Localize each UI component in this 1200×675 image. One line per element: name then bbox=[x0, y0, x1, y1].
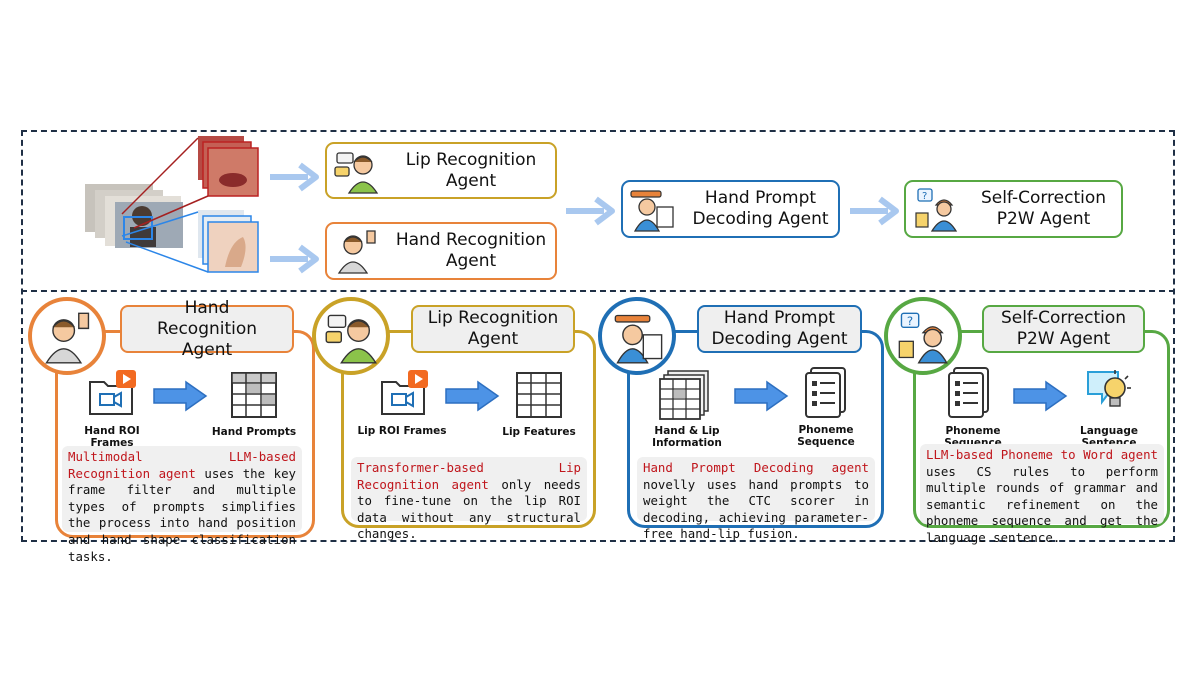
card-p2w-desc-text: uses CS rules to perform multiple rounds… bbox=[926, 463, 1158, 545]
card-hand-desc-text: uses the key frame filter and multiple t… bbox=[68, 465, 296, 564]
card-lip-title: Lip Recognition Agent bbox=[411, 305, 575, 353]
card-hand-avatar bbox=[28, 297, 106, 375]
top-hand-agent: Hand Recognition Agent bbox=[325, 222, 557, 280]
svg-text:?: ? bbox=[922, 191, 927, 202]
card-prompt-desc-highlight: Hand Prompt Decoding agent bbox=[643, 460, 869, 475]
video-frames-icon bbox=[89, 370, 136, 415]
top-hand-prompt-agent: Hand Prompt Decoding Agent bbox=[621, 180, 840, 238]
card-prompt-description: Hand Prompt Decoding agent novelly uses … bbox=[637, 457, 875, 541]
blue-arrow-icon bbox=[445, 380, 500, 412]
agent-avatar-icon: ? bbox=[915, 188, 958, 232]
lightbulb-icon bbox=[1087, 370, 1131, 407]
document-icon bbox=[948, 367, 989, 418]
grid-icon bbox=[659, 370, 709, 420]
card-p2w-avatar: ? bbox=[884, 297, 962, 375]
card-hand-description: Multimodal LLM-based Recognition agent u… bbox=[62, 446, 302, 564]
card-lip-desc-highlight: Transformer-based Lip Recognition agent bbox=[357, 460, 581, 492]
card-lip-avatar bbox=[312, 297, 390, 375]
top-p2w-agent: ? Self-Correction P2W Agent bbox=[904, 180, 1123, 238]
top-hand-agent-label: Hand Recognition Agent bbox=[395, 230, 547, 271]
top-lip-agent-label: Lip Recognition Agent bbox=[405, 149, 537, 191]
card-p2w-title: Self-Correction P2W Agent bbox=[982, 305, 1145, 353]
blue-arrow-icon bbox=[1013, 380, 1068, 412]
blue-arrow-icon bbox=[734, 380, 789, 412]
hand-output-label: Hand Prompts bbox=[211, 426, 297, 438]
top-hand-prompt-agent-label: Hand Prompt Decoding Agent bbox=[692, 188, 829, 229]
agent-avatar-icon bbox=[325, 314, 378, 364]
lip-output-label: Lip Features bbox=[502, 426, 576, 438]
card-lip-desc-text: only needs to fine-tune on the lip ROI d… bbox=[357, 476, 581, 542]
card-lip-description: Transformer-based Lip Recognition agent … bbox=[351, 457, 587, 541]
document-icon bbox=[805, 367, 846, 418]
svg-text:?: ? bbox=[907, 314, 913, 328]
arrow-to-prompt-icon bbox=[566, 196, 615, 226]
arrow-to-lip-icon bbox=[270, 162, 319, 192]
grid-icon bbox=[516, 372, 562, 418]
card-p2w-description: LLM-based Phoneme to Word agent uses CS … bbox=[920, 444, 1164, 545]
agent-avatar-icon bbox=[630, 190, 674, 232]
diagram-frame bbox=[21, 130, 1175, 542]
card-p2w-desc-highlight: LLM-based Phoneme to Word agent bbox=[926, 447, 1158, 462]
agent-avatar-icon bbox=[337, 230, 376, 274]
grid-icon bbox=[231, 372, 277, 418]
card-prompt-desc-text: novelly uses hand prompts to weight the … bbox=[643, 476, 869, 542]
agent-avatar-icon: ? bbox=[898, 312, 948, 364]
agent-avatar-icon bbox=[334, 152, 379, 194]
prompt-input-label: Hand & Lip Information bbox=[652, 425, 722, 449]
card-hand-title: Hand Recognition Agent bbox=[120, 298, 294, 360]
top-lip-agent: Lip Recognition Agent bbox=[325, 142, 557, 199]
card-prompt-title: Hand Prompt Decoding Agent bbox=[697, 305, 862, 353]
card-hand-desc-highlight: Multimodal LLM-based Recognition agent bbox=[68, 449, 296, 481]
input-video-frames-icon bbox=[85, 136, 259, 273]
arrow-to-p2w-icon bbox=[850, 196, 899, 226]
prompt-output-label: Phoneme Sequence bbox=[797, 424, 855, 448]
video-frames-icon bbox=[381, 370, 428, 415]
top-p2w-agent-label: Self-Correction P2W Agent bbox=[980, 188, 1107, 229]
agent-avatar-icon bbox=[614, 314, 663, 364]
agent-avatar-icon bbox=[45, 312, 90, 364]
lip-input-label: Lip ROI Frames bbox=[357, 425, 447, 437]
card-prompt-avatar bbox=[598, 297, 676, 375]
section-divider bbox=[21, 290, 1175, 292]
blue-arrow-icon bbox=[153, 380, 208, 412]
arrow-to-hand-icon bbox=[270, 244, 319, 274]
